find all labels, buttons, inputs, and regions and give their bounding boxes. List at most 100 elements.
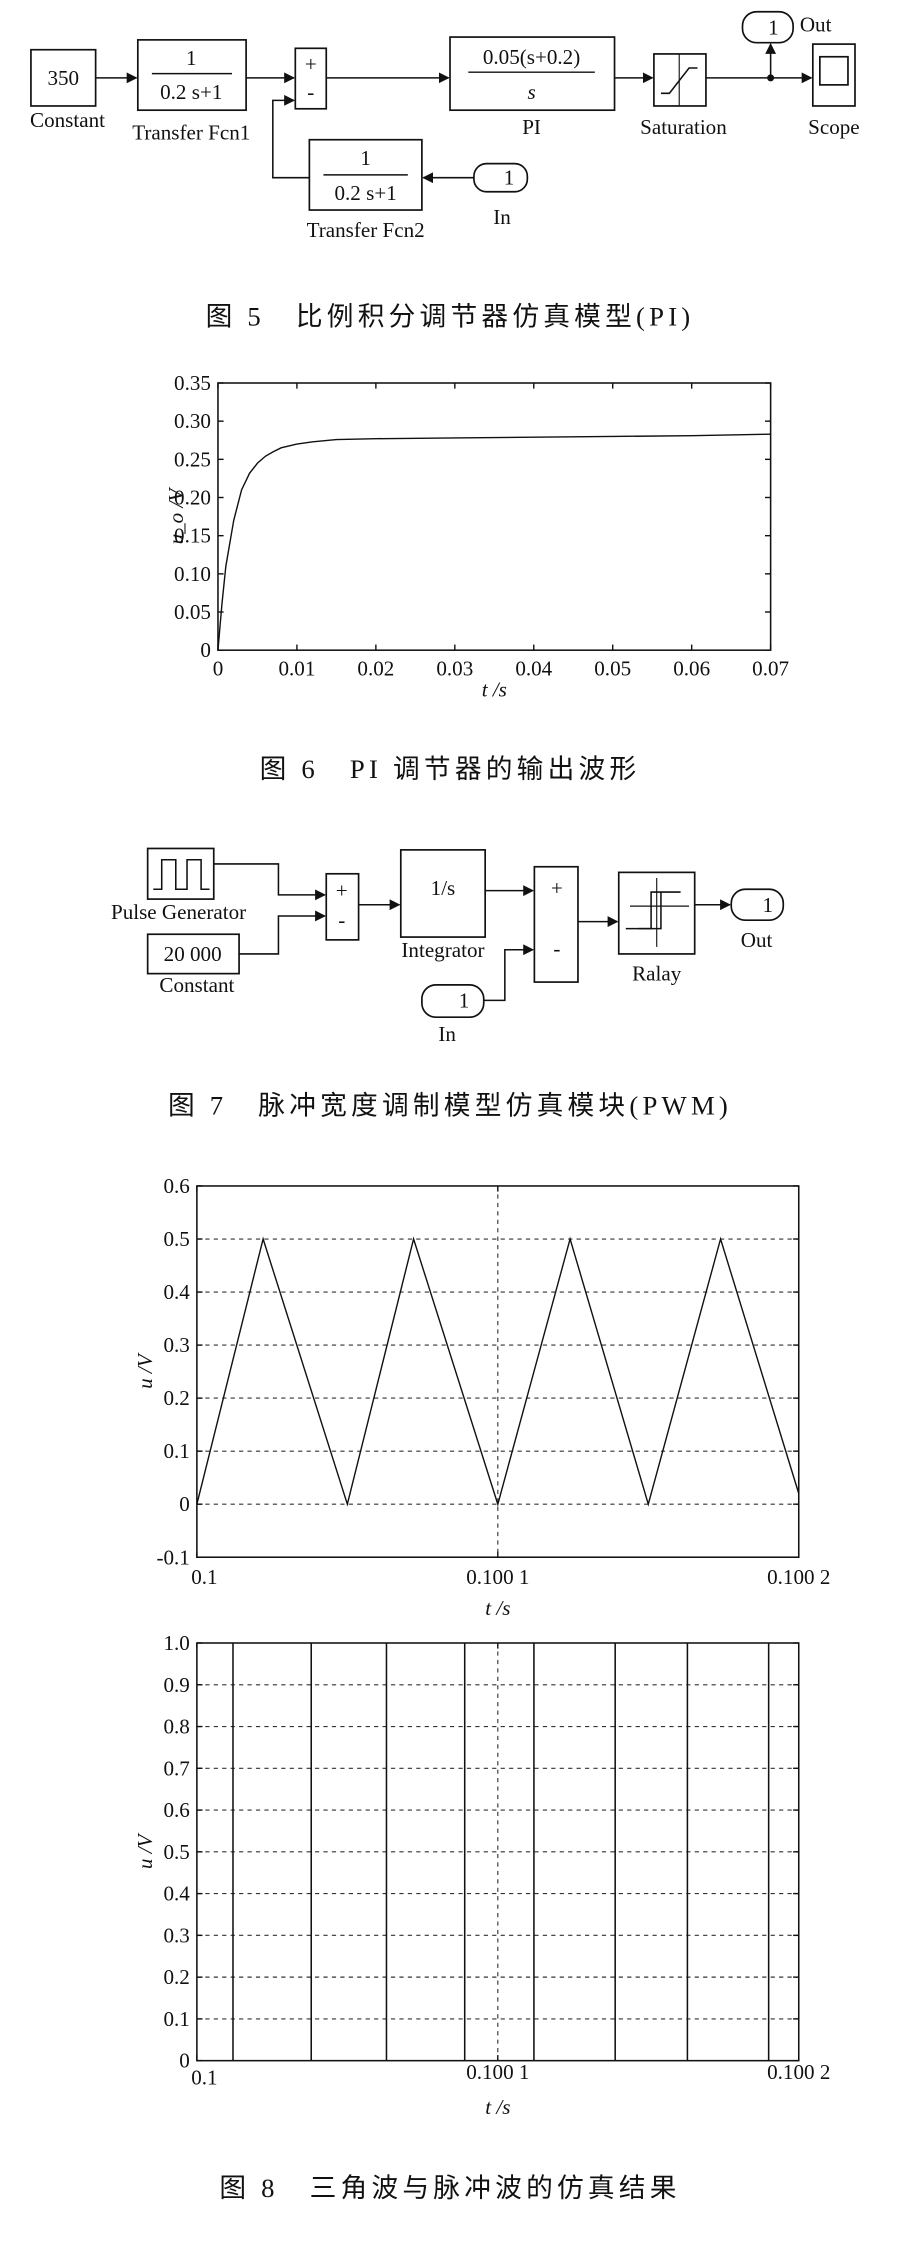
y-tick-label: 0.7	[163, 1756, 189, 1780]
figure-6-caption: 图 6 PI 调节器的输出波形	[260, 754, 641, 784]
tf1-numerator: 1	[186, 46, 197, 70]
constant-label: Constant	[30, 108, 105, 132]
y-axis-label: u /V	[133, 1352, 157, 1389]
y-tick-label: 0	[179, 2049, 190, 2073]
y-tick-label: 0.05	[174, 600, 211, 624]
sum1-minus: -	[338, 908, 345, 932]
y-axis-label: u /V	[133, 1832, 157, 1869]
in-port-number: 1	[504, 166, 515, 190]
x-tick-label: 0.03	[436, 657, 473, 681]
integrator-value: 1/s	[431, 876, 456, 900]
y-tick-label: 0	[200, 638, 211, 662]
pi-label: PI	[522, 115, 541, 139]
plot-frame	[217, 382, 772, 651]
sum-minus: -	[307, 80, 314, 104]
x-tick-label: 0.1	[191, 2066, 217, 2090]
y-tick-label: 0.8	[163, 1715, 189, 1739]
x-tick-label: 0	[213, 657, 224, 681]
out-port-number: 1	[763, 893, 774, 917]
tf1-label: Transfer Fcn1	[132, 121, 250, 145]
y-tick-label: 0.6	[163, 1174, 189, 1198]
y-tick-label: 0.20	[174, 486, 211, 510]
y-tick-label: 0.1	[163, 2007, 189, 2031]
saturation-icon	[660, 67, 698, 95]
y-tick-label: 0.3	[163, 1333, 189, 1357]
in-port-number: 1	[459, 988, 470, 1012]
sum1-plus: +	[336, 879, 348, 903]
data-line	[217, 433, 771, 651]
x-tick-label: 0.04	[515, 657, 552, 681]
constant-label: Constant	[159, 973, 234, 997]
in-port	[473, 162, 529, 193]
sum2-block	[533, 865, 579, 983]
out-label: Out	[800, 12, 832, 36]
pi-numerator: 0.05(s+0.2)	[483, 45, 580, 69]
x-tick-label: 0.100 1	[466, 1565, 529, 1589]
y-tick-label: 0.2	[163, 1965, 189, 1989]
x-tick-label: 0.1	[191, 1565, 217, 1589]
x-tick-label: 0.07	[752, 657, 789, 681]
y-tick-label: 0.9	[163, 1673, 189, 1697]
y-tick-label: 0.35	[174, 371, 211, 395]
y-axis-label: u_o /V	[164, 487, 188, 545]
x-tick-label: 0.100 2	[767, 1565, 830, 1589]
in-label: In	[438, 1022, 456, 1046]
x-tick-label: 0.05	[594, 657, 631, 681]
y-tick-label: 0.4	[163, 1882, 190, 1906]
integrator-block	[399, 849, 486, 938]
y-tick-label: 1.0	[163, 1631, 189, 1655]
relay-hysteresis-icon	[625, 878, 690, 947]
plot-frame	[196, 1642, 800, 2062]
figure-7-caption: 图 7 脉冲宽度调制模型仿真模块(PWM)	[168, 1090, 732, 1120]
figure-8-caption: 图 8 三角波与脉冲波的仿真结果	[219, 2173, 680, 2203]
figure-5-pi-model: 350 Constant 1 0.2 s+1 Transfer Fcn1 + -…	[30, 10, 860, 331]
relay-label: Ralay	[632, 962, 682, 986]
pulse-generator-label: Pulse Generator	[111, 900, 246, 924]
x-axis-label: t /s	[482, 678, 507, 702]
signal-wires	[95, 43, 813, 184]
tf1-denominator: 0.2 s+1	[160, 80, 222, 104]
x-tick-label: 0.06	[673, 657, 710, 681]
constant-value: 350	[47, 66, 79, 90]
out-port	[730, 888, 785, 922]
pi-block	[449, 36, 616, 112]
y-tick-label: 0.5	[163, 1227, 189, 1251]
y-tick-label: 0	[179, 1492, 190, 1516]
y-tick-label: 0.3	[163, 1923, 189, 1947]
figure-5-caption: 图 5 比例积分调节器仿真模型(PI)	[206, 301, 695, 331]
plot-frame	[196, 1185, 800, 1558]
data-line	[196, 1236, 800, 1507]
in-label: In	[493, 205, 511, 229]
x-axis-label: t /s	[485, 2095, 510, 2119]
in-port	[421, 984, 485, 1019]
tf2-denominator: 0.2 s+1	[335, 181, 397, 205]
y-tick-label: 0.25	[174, 447, 211, 471]
tf2-numerator: 1	[360, 146, 371, 170]
constant-block	[30, 48, 97, 107]
out-port	[741, 10, 794, 44]
saturation-label: Saturation	[640, 115, 727, 139]
signal-wires	[213, 863, 731, 1002]
figure-7-pwm-model: Pulse Generator 20 000 Constant + - 1/s …	[111, 847, 785, 1120]
y-tick-label: 0.2	[163, 1386, 189, 1410]
pulse-generator-block	[146, 847, 215, 900]
x-tick-label: 0.01	[278, 657, 315, 681]
sum2-plus: +	[551, 876, 563, 900]
sum-block	[294, 47, 328, 110]
sum-plus: +	[305, 52, 317, 76]
scope-label: Scope	[808, 115, 860, 139]
constant-value: 20 000	[164, 942, 222, 966]
sum1-block	[325, 872, 360, 941]
y-tick-label: 0.30	[174, 409, 211, 433]
pi-denominator: s	[527, 80, 535, 104]
out-label: Out	[741, 928, 773, 952]
y-tick-label: 0.4	[163, 1280, 190, 1304]
scope-icon	[819, 55, 849, 86]
x-axis-label: t /s	[485, 1596, 510, 1620]
out-port-number: 1	[768, 15, 779, 39]
y-tick-label: 0.6	[163, 1798, 189, 1822]
